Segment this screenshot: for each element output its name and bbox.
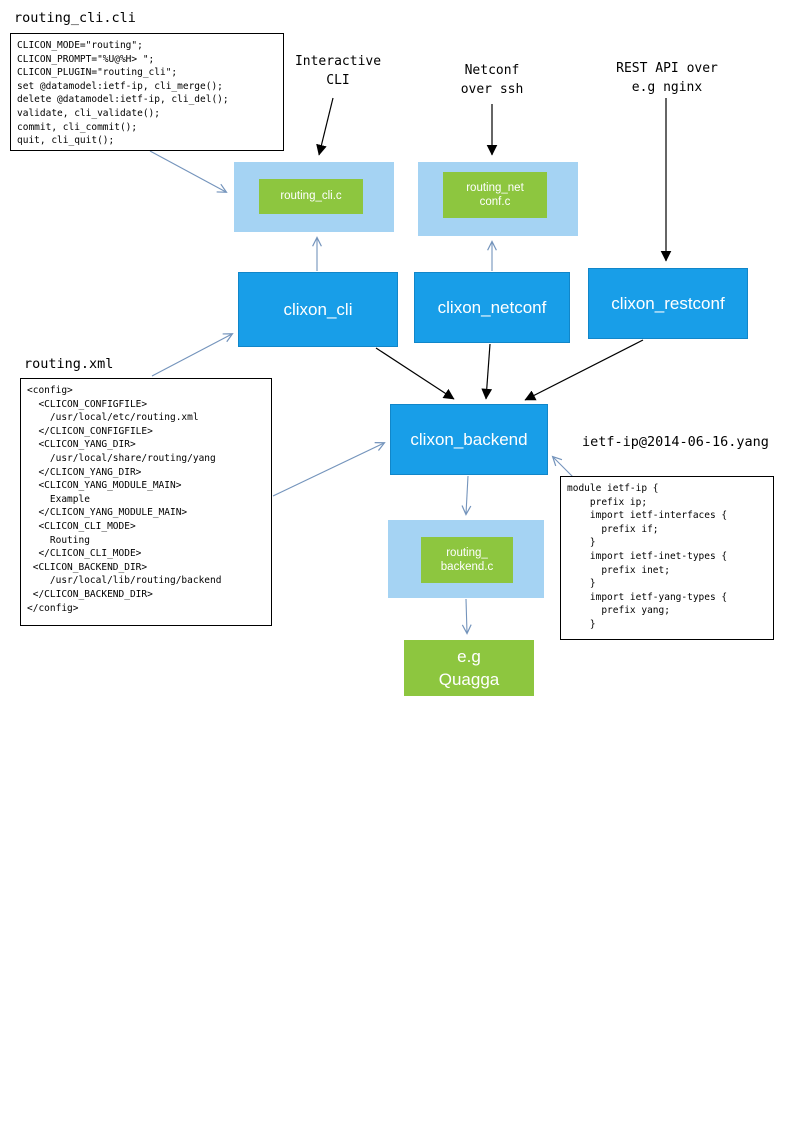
arrow-routing-backend-c-to-quagga <box>461 598 472 635</box>
arrow-clixon-cli-to-backend <box>375 347 455 400</box>
yang-file-label: ietf-ip@2014-06-16.yang <box>582 434 769 450</box>
interactive-cli-label: Interactive CLI <box>294 54 382 88</box>
routing-cli-code-box: CLICON_MODE="routing"; CLICON_PROMPT="%U… <box>10 33 284 151</box>
routing-xml-code-box: <config> <CLICON_CONFIGFILE> /usr/local/… <box>20 378 272 626</box>
clixon-restconf-node: clixon_restconf <box>588 268 748 339</box>
routing-netconf-plugin-container: routing_net conf.c <box>418 162 578 236</box>
arrow-xml-to-clixon-cli <box>151 333 234 377</box>
netconf-over-ssh-label: Netconf over ssh <box>460 63 524 97</box>
arrow-xml-to-backend <box>272 441 386 497</box>
routing-cli-c-node: routing_cli.c <box>259 179 363 214</box>
quagga-node: e.g Quagga <box>404 640 534 696</box>
routing-cli-plugin-container: routing_cli.c <box>234 162 394 232</box>
arrow-yang-to-backend <box>551 455 575 479</box>
clixon-netconf-node: clixon_netconf <box>414 272 570 343</box>
routing-cli-file-label: routing_cli.cli <box>14 10 136 26</box>
arrow-clixon-restconf-to-backend <box>524 339 644 401</box>
yang-code-box: module ietf-ip { prefix ip; import ietf-… <box>560 476 774 640</box>
clixon-backend-node: clixon_backend <box>390 404 548 475</box>
routing-backend-plugin-container: routing_ backend.c <box>388 520 544 598</box>
arrow-backend-to-routing-backend-c <box>461 475 472 516</box>
arrow-clixon-netconf-to-backend <box>481 343 493 400</box>
routing-backend-c-node: routing_ backend.c <box>421 537 513 583</box>
clixon-cli-node: clixon_cli <box>238 272 398 347</box>
arrow-cli-code-to-plugin <box>149 150 228 193</box>
routing-netconf-c-node: routing_net conf.c <box>443 172 547 218</box>
routing-xml-file-label: routing.xml <box>24 356 114 372</box>
arrow-interactive-cli-to-plugin <box>316 97 334 156</box>
rest-api-label: REST API over e.g nginx <box>616 61 718 95</box>
